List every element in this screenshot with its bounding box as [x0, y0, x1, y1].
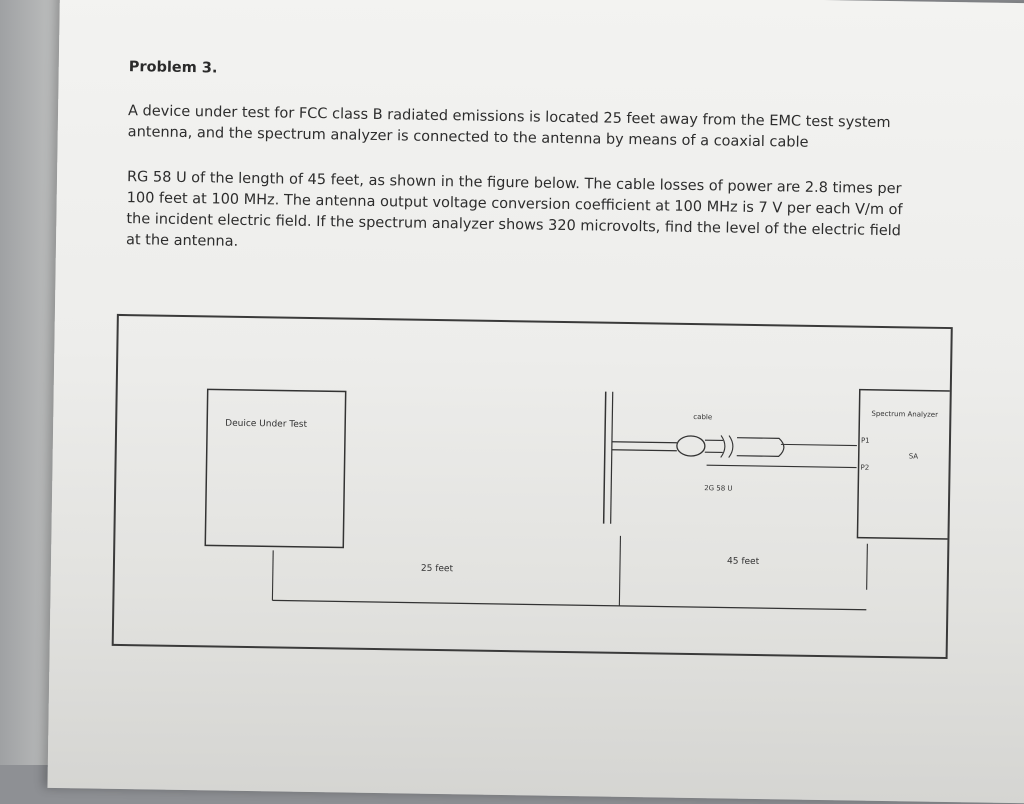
paper-sheet: Problem 3. A device under test for FCC c… [47, 0, 1024, 804]
distance-25-feet: 25 feet [421, 564, 454, 575]
port-p1-label: P1 [861, 437, 870, 445]
dimension-tick-dut [272, 550, 273, 600]
figure-frame: Deuice Under Test cable 2G 58 U Spectrum… [112, 314, 953, 659]
cable-type-label: 2G 58 U [704, 484, 732, 492]
cable-wire-p2 [707, 465, 857, 467]
dimension-baseline [272, 600, 866, 609]
coax-break-2 [729, 436, 733, 458]
sa-label: SA [909, 452, 919, 460]
dimension-tick-antenna [619, 536, 620, 606]
problem-paragraph-2: RG 58 U of the length of 45 feet, as sho… [126, 167, 917, 263]
cable-wire-p1 [781, 444, 857, 445]
antenna-boom-lower [612, 450, 677, 451]
device-under-test-label: Deuice Under Test [225, 419, 307, 430]
coax-break-1 [721, 435, 725, 457]
port-p2-label: P2 [861, 464, 870, 472]
problem-paragraph-1: A device under test for FCC class B radi… [128, 101, 919, 155]
spectrum-analyzer-label: Spectrum Analyzer [871, 410, 938, 419]
device-under-test-box [205, 389, 345, 547]
antenna-mast [604, 392, 606, 524]
cable-label: cable [693, 413, 712, 421]
antenna-mast-inner [611, 392, 613, 524]
dimension-tick-sa [867, 544, 868, 590]
distance-45-feet: 45 feet [727, 557, 760, 568]
test-setup-diagram: Deuice Under Test cable 2G 58 U Spectrum… [114, 316, 951, 657]
problem-title: Problem 3. [129, 59, 218, 76]
coax-end [737, 438, 784, 457]
antenna-boom [612, 442, 677, 443]
coax-connector [677, 436, 705, 456]
